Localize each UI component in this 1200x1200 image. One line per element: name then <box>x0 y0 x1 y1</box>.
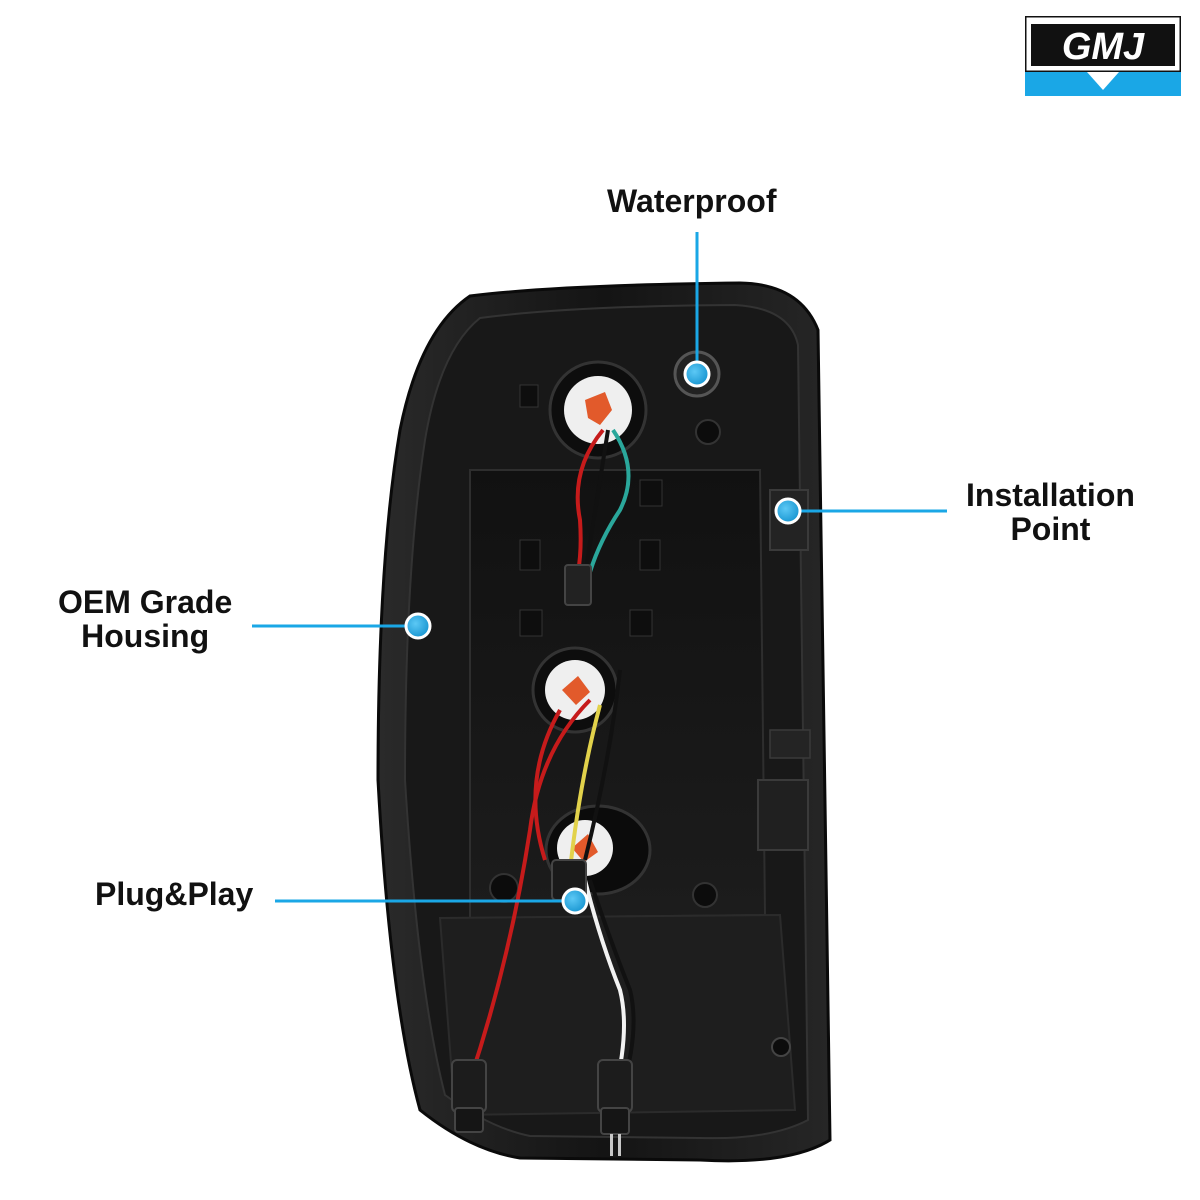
callout-text: Point <box>1010 511 1091 547</box>
callout-dot-oem <box>404 612 432 640</box>
callout-text: Waterproof <box>607 183 777 219</box>
logo-icon: GMJ <box>1023 14 1183 96</box>
connector-right <box>597 1059 633 1113</box>
svg-text:GMJ: GMJ <box>1062 26 1145 68</box>
lower-body <box>438 913 797 1117</box>
mount-tab-side <box>769 729 811 759</box>
callout-label-waterproof: Waterproof <box>607 184 776 218</box>
callout-label-installation-point: Installation Point <box>966 478 1135 546</box>
mount-tab-lower <box>757 779 809 851</box>
callout-text: Plug&Play <box>95 876 254 912</box>
callout-text: OEM Grade <box>58 584 233 620</box>
brand-logo: GMJ <box>1023 14 1183 96</box>
callout-label-oem-housing: OEM Grade Housing <box>58 585 232 653</box>
callout-dot-waterproof <box>683 360 711 388</box>
callout-label-plug-play: Plug&Play <box>95 877 253 911</box>
callout-text: Installation <box>966 477 1135 513</box>
callout-dot-plug <box>561 887 589 915</box>
callout-text: Housing <box>81 618 210 654</box>
connector-left <box>451 1059 487 1113</box>
callout-dot-installation <box>774 497 802 525</box>
